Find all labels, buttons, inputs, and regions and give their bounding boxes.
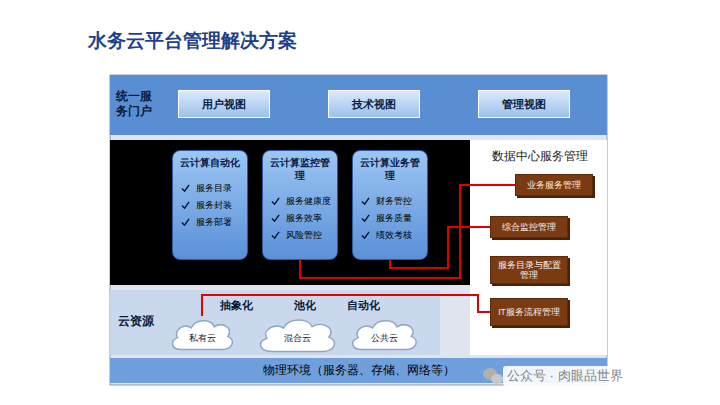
service-area: 数据中心服务管理业务服务管理综合监控管理服务目录与配置管理 IT服务流程管理 [470,140,607,355]
list-row: 服务质量 [361,212,412,225]
flow-label: 抽象化 [218,298,255,313]
service-box: 综合监控管理 [490,216,568,238]
node-label: 业务服务管理 [527,180,581,190]
node-label: IT服务流程管理 [498,307,560,317]
list-row: 服务目录 [181,182,232,195]
node-label: 私有云 [189,332,216,345]
resource-band: 云资源私有云 混合云 公共云 [110,290,440,355]
service-area [470,140,607,355]
cloud-shape: 公共云 [348,316,420,352]
wechat-icon [483,368,503,384]
module-box: 云计算业务管理财务管控服务质量绩效考核 [352,150,428,260]
check-icon [271,214,280,223]
view-box: 技术视图 [328,90,420,118]
list-item: 财务管控 [376,195,412,208]
list-item: 服务目录 [196,182,232,195]
check-icon [181,201,190,210]
check-icon [361,214,370,223]
module-box: 云计算监控管理服务健康度服务效率风险管控 [262,150,338,260]
list-row: 风险管控 [271,229,322,242]
check-icon [361,197,370,206]
label-wrap: 数据中心服务管理 [492,148,602,165]
cloud-shape: 私有云 [168,316,236,352]
service-box: 业务服务管理 [515,174,593,196]
list-item: 服务健康度 [286,195,331,208]
check-icon [271,197,280,206]
module-box: 云计算自动化服务目录服务封装服务部署 [172,150,248,260]
management-panel [110,140,470,285]
node-label: 混合云 [284,332,311,345]
list-row: 绩效考核 [361,229,412,242]
list-item: 服务质量 [376,212,412,225]
list-row: 财务管控 [361,195,412,208]
flow-label: 自动化 [345,298,382,313]
watermark: 公众号 · 肉眼品世界 [503,366,627,386]
check-icon [181,218,190,227]
list-row: 服务封装 [181,199,232,212]
label-wrap: 云资源 [118,314,168,329]
check-icon [361,231,370,240]
node-label: 公共云 [371,332,398,345]
resource-band [110,290,440,355]
node-label: 物理环境（服务器、存储、网络等） [263,362,455,379]
view-box: 用户视图 [178,90,270,118]
list-item: 服务封装 [196,199,232,212]
list-row: 服务部署 [181,216,232,229]
portal-band: 统一服务门户 用户视图 技术视图 管理视图 [110,75,607,135]
service-box: IT服务流程管理 [490,298,568,326]
cloud-shape: 混合云 [255,315,339,354]
outer-frame [110,75,607,385]
list-item: 绩效考核 [376,229,412,242]
view-box: 管理视图 [478,90,570,118]
node-label: 管理视图 [502,97,546,112]
service-box: 服务目录与配置管理 [490,256,568,284]
node-label: 统一服务门户 [116,89,156,119]
label-wrap: 统一服务门户 [116,89,156,119]
node-label: 数据中心服务管理 [492,148,602,165]
list-row: 服务效率 [271,212,322,225]
node-label: 综合监控管理 [502,222,556,232]
list-item: 服务部署 [196,216,232,229]
connector-line [202,295,490,316]
portal-band [110,75,607,135]
check-icon [181,184,190,193]
list-row: 服务健康度 [271,195,331,208]
list-item: 服务效率 [286,212,322,225]
module-title: 云计算监控管理 [267,157,333,183]
module-title: 云计算业务管理 [357,157,423,183]
title: 水务云平台管理解决方案 [88,28,297,54]
node-label: 服务目录与配置管理 [495,260,563,280]
module-title: 云计算自动化 [180,157,240,170]
node-label: 技术视图 [352,97,396,112]
node-label: 用户视图 [202,97,246,112]
list-item: 风险管控 [286,229,322,242]
node-label: 云资源 [118,314,168,329]
flow-label: 池化 [292,298,318,313]
check-icon [271,231,280,240]
